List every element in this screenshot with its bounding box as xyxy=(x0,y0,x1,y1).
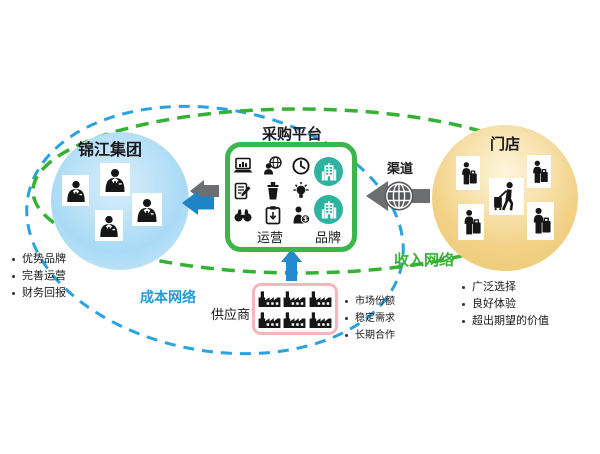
operations-label: 运营 xyxy=(256,230,283,245)
list-item: 良好体验 xyxy=(462,298,549,311)
businessman-icon xyxy=(135,196,159,224)
factory-icon xyxy=(282,310,307,329)
channel-label: 渠道 xyxy=(386,161,413,176)
factory-icon xyxy=(308,310,333,329)
bullet-dot xyxy=(345,334,348,337)
store-customer-card xyxy=(527,155,551,188)
bullet-dot xyxy=(12,292,15,295)
traveler-icon xyxy=(460,207,482,238)
globe-icon xyxy=(384,181,414,211)
bullet-dot xyxy=(462,286,465,289)
store-customer-card xyxy=(489,178,524,215)
clipboard-icon xyxy=(262,204,284,226)
group-benefits-list: 优势品牌 完善运营 财务回报 xyxy=(12,253,66,304)
cost-network-label: 成本网络 xyxy=(140,289,196,305)
stores-title: 门店 xyxy=(489,136,520,153)
platform-title: 采购平台 xyxy=(261,126,322,143)
group-title: 锦江集团 xyxy=(77,142,142,159)
suppliers-benefits-list: 市场份额 稳定需求 长期合作 xyxy=(345,295,395,346)
globe-user-icon xyxy=(262,155,284,177)
bullet-dot xyxy=(462,320,465,323)
platform-box: 运营 品牌 xyxy=(225,142,357,252)
bullet-text: 市场份额 xyxy=(355,296,395,307)
person-dollar-icon xyxy=(290,204,312,226)
bullet-text: 稳定需求 xyxy=(355,313,395,324)
list-item: 财务回报 xyxy=(12,287,66,300)
businessman-icon xyxy=(98,213,120,239)
group-member-card xyxy=(62,175,89,206)
bullet-dot xyxy=(462,303,465,306)
group-member-card xyxy=(95,210,123,241)
suppliers-box xyxy=(252,283,338,335)
businessman-icon xyxy=(103,166,127,194)
group-member-card xyxy=(100,163,130,196)
list-item: 完善运营 xyxy=(12,270,66,283)
store-customer-card xyxy=(527,202,554,240)
revenue-network-label: 收入网络 xyxy=(394,252,455,269)
store-customer-card xyxy=(458,204,484,240)
idea-bulb-icon xyxy=(290,180,312,202)
walking-traveler-icon xyxy=(491,181,522,212)
notepad-edit-icon xyxy=(232,180,254,202)
laptop-chart-icon xyxy=(232,155,254,177)
cost-network-ellipse xyxy=(25,104,405,356)
list-item: 超出期望的价值 xyxy=(462,315,549,328)
bullet-dot xyxy=(345,317,348,320)
list-item: 稳定需求 xyxy=(345,312,395,325)
building-icon xyxy=(319,200,339,220)
bullet-text: 完善运营 xyxy=(22,270,66,282)
bullet-dot xyxy=(12,258,15,261)
group-member-card xyxy=(132,193,162,226)
bullet-text: 财务回报 xyxy=(22,287,66,299)
list-item: 市场份额 xyxy=(345,295,395,308)
group-circle xyxy=(51,132,189,270)
list-item: 优势品牌 xyxy=(12,253,66,266)
bin-icon xyxy=(262,180,284,202)
stores-benefits-list: 广泛选择 良好体验 超出期望的价值 xyxy=(462,281,549,332)
group-arrow-blue xyxy=(182,191,214,215)
brand-label: 品牌 xyxy=(314,230,341,245)
factory-icon xyxy=(257,289,282,308)
suppliers-label: 供应商 xyxy=(210,307,250,322)
traveler-icon xyxy=(529,158,549,186)
bullet-dot xyxy=(345,300,348,303)
brand-badge xyxy=(314,157,343,186)
traveler-icon xyxy=(458,159,478,188)
binoculars-icon xyxy=(232,204,254,226)
list-item: 长期合作 xyxy=(345,329,395,342)
supplier-up-arrow xyxy=(281,249,302,281)
bullet-text: 超出期望的价值 xyxy=(472,315,549,327)
factory-icon xyxy=(282,289,307,308)
factory-icon xyxy=(308,289,333,308)
list-item: 广泛选择 xyxy=(462,281,549,294)
businessman-icon xyxy=(65,178,87,204)
bullet-text: 广泛选择 xyxy=(472,281,516,293)
factory-icon xyxy=(257,310,282,329)
traveler-icon xyxy=(529,205,552,237)
clock-icon xyxy=(290,155,312,177)
building-icon xyxy=(319,162,339,182)
bullet-text: 长期合作 xyxy=(355,330,395,341)
bullet-dot xyxy=(12,275,15,278)
store-customer-card xyxy=(456,156,480,190)
brand-badge xyxy=(314,195,343,224)
bullet-text: 良好体验 xyxy=(472,298,516,310)
bullet-text: 优势品牌 xyxy=(22,253,66,265)
